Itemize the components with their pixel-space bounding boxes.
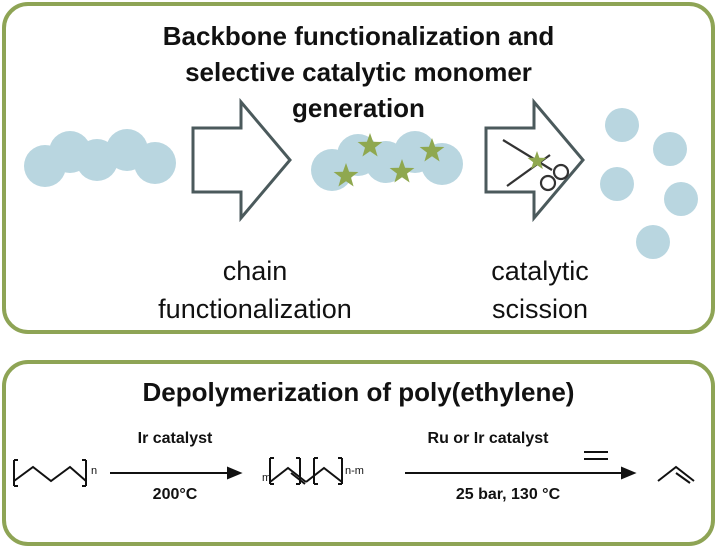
caption-line: scission (491, 294, 589, 324)
caption-line: chain (222, 256, 288, 286)
title-line-3: generation (292, 93, 425, 123)
caption-line: catalytic (491, 256, 589, 286)
polyethylene-structure (13, 459, 87, 487)
reaction-arrow-1 (110, 466, 243, 480)
scissors-icon (502, 139, 570, 192)
unsaturated-polymer-structure (269, 457, 343, 485)
polymer-chain (24, 129, 176, 187)
subscript-m: m (262, 472, 272, 484)
subscript-n-minus-m: n-m (345, 465, 364, 477)
reagent-label: Ir catalyst (137, 430, 213, 447)
subscript-n: n (91, 465, 98, 477)
condition-label: 25 bar, 130 °C (455, 486, 561, 503)
reagent-label: Ru or Ir catalyst (427, 430, 549, 447)
functionalized-chain (311, 131, 463, 191)
title-line-2: selective catalytic monomer (185, 57, 532, 87)
panel-title: Depolymerization of poly(ethylene) (142, 377, 575, 407)
condition-label: 200°C (152, 486, 198, 503)
star-icon (527, 151, 547, 170)
caption-line: functionalization (158, 294, 352, 324)
caption-chain-functionalization: chain functionalization (115, 252, 395, 328)
monomer-units (600, 108, 698, 259)
title-line-1: Backbone functionalization and (162, 21, 555, 51)
reaction-arrow-2 (405, 466, 637, 480)
star-icon (333, 133, 445, 187)
ethylene-symbol (584, 451, 608, 460)
panel-title: Backbone functionalization and selective… (0, 18, 717, 126)
propylene-structure (657, 465, 695, 484)
process-arrow-1 (191, 97, 292, 223)
caption-catalytic-scission: catalytic scission (430, 252, 650, 328)
